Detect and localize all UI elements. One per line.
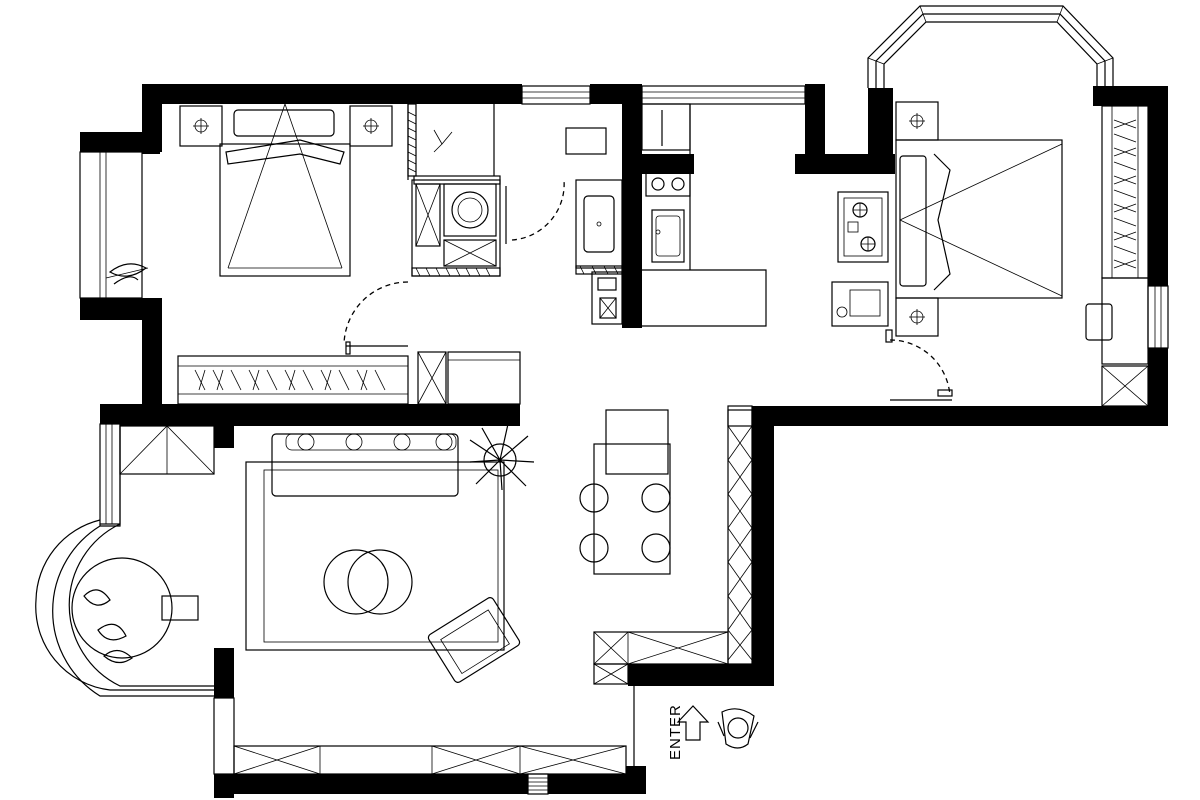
windows	[79, 85, 1169, 775]
person-icon	[717, 708, 759, 749]
master-bedroom	[105, 103, 521, 405]
dining-area	[579, 405, 753, 766]
entry-marker: ENTER	[667, 704, 759, 760]
kitchen	[641, 103, 889, 327]
curved-balcony	[35, 424, 214, 697]
living-room	[71, 423, 627, 795]
bay-window	[867, 5, 1114, 88]
plant-icon	[469, 423, 535, 491]
second-bedroom	[885, 101, 1149, 407]
bathroom	[407, 103, 623, 325]
entry-label: ENTER	[667, 704, 684, 760]
walls	[80, 84, 1168, 798]
